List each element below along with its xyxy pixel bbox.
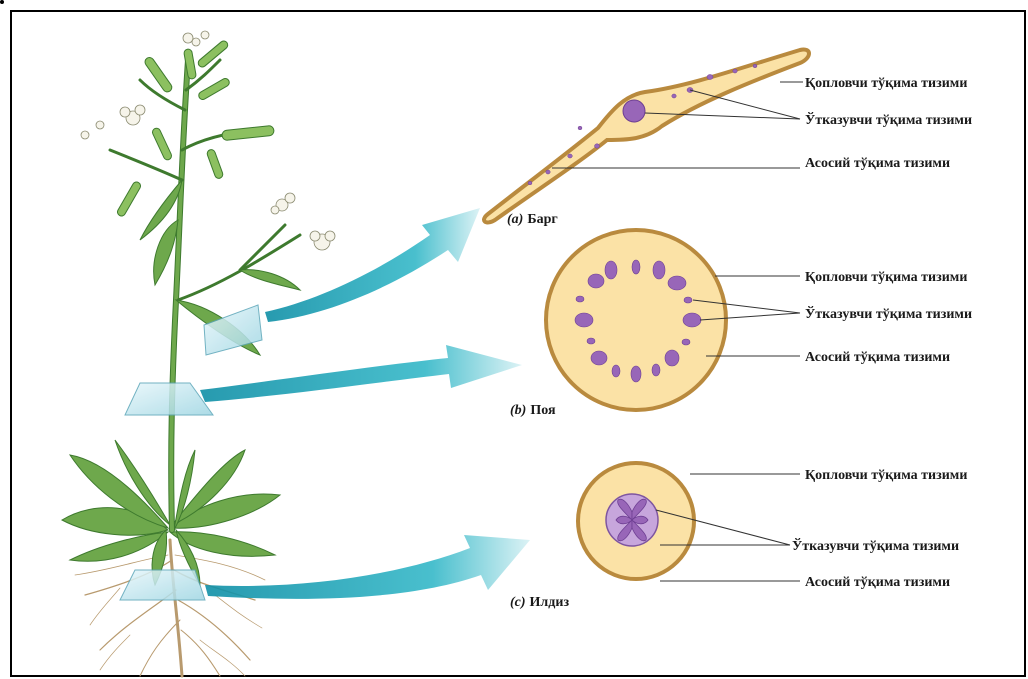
arrow-to-root bbox=[205, 535, 530, 599]
leaf-ground-label: Асосий тўқима тизими bbox=[805, 156, 950, 171]
plant-illustration bbox=[62, 31, 335, 676]
root-cross-section: Қопловчи тўқима тизими Ўтказувчи тўқима … bbox=[510, 463, 967, 610]
leaf-caption-name: Барг bbox=[527, 212, 557, 227]
arrow-to-stem bbox=[200, 345, 522, 402]
stem-cross-section: Қопловчи тўқима тизими Ўтказувчи тўқима … bbox=[510, 230, 972, 418]
leaf-dermal-label: Қопловчи тўқима тизими bbox=[805, 76, 967, 91]
root-plane bbox=[120, 570, 205, 600]
arrow-to-leaf bbox=[265, 208, 480, 322]
root-caption-name: Илдиз bbox=[530, 595, 570, 610]
root-vascular-label: Ўтказувчи тўқима тизими bbox=[792, 537, 959, 554]
stem-dermal-label: Қопловчи тўқима тизими bbox=[805, 270, 967, 285]
stem-ground-label: Асосий тўқима тизими bbox=[805, 350, 950, 365]
seed-pods bbox=[116, 39, 274, 217]
root-caption: (c) Илдиз bbox=[510, 595, 569, 610]
leaf-caption: (a) Барг bbox=[507, 212, 558, 227]
stem-caption-name: Поя bbox=[530, 403, 556, 418]
root-dermal-label: Қопловчи тўқима тизими bbox=[805, 468, 967, 483]
stem-vascular-label: Ўтказувчи тўқима тизими bbox=[805, 305, 972, 322]
leaf-caption-letter: (a) bbox=[507, 212, 523, 227]
leaf-section-shape bbox=[484, 49, 809, 222]
leaf-midrib-vascular bbox=[623, 100, 645, 122]
stem-plane bbox=[125, 383, 213, 415]
stem-caption: (b) Поя bbox=[510, 403, 556, 418]
stem-caption-letter: (b) bbox=[510, 403, 526, 418]
leaf-cross-section: Қопловчи тўқима тизими Ўтказувчи тўқима … bbox=[484, 49, 972, 227]
leaf-vascular-label: Ўтказувчи тўқима тизими bbox=[805, 111, 972, 128]
root-ground-label: Асосий тўқима тизими bbox=[805, 575, 950, 590]
root-caption-letter: (c) bbox=[510, 595, 526, 610]
